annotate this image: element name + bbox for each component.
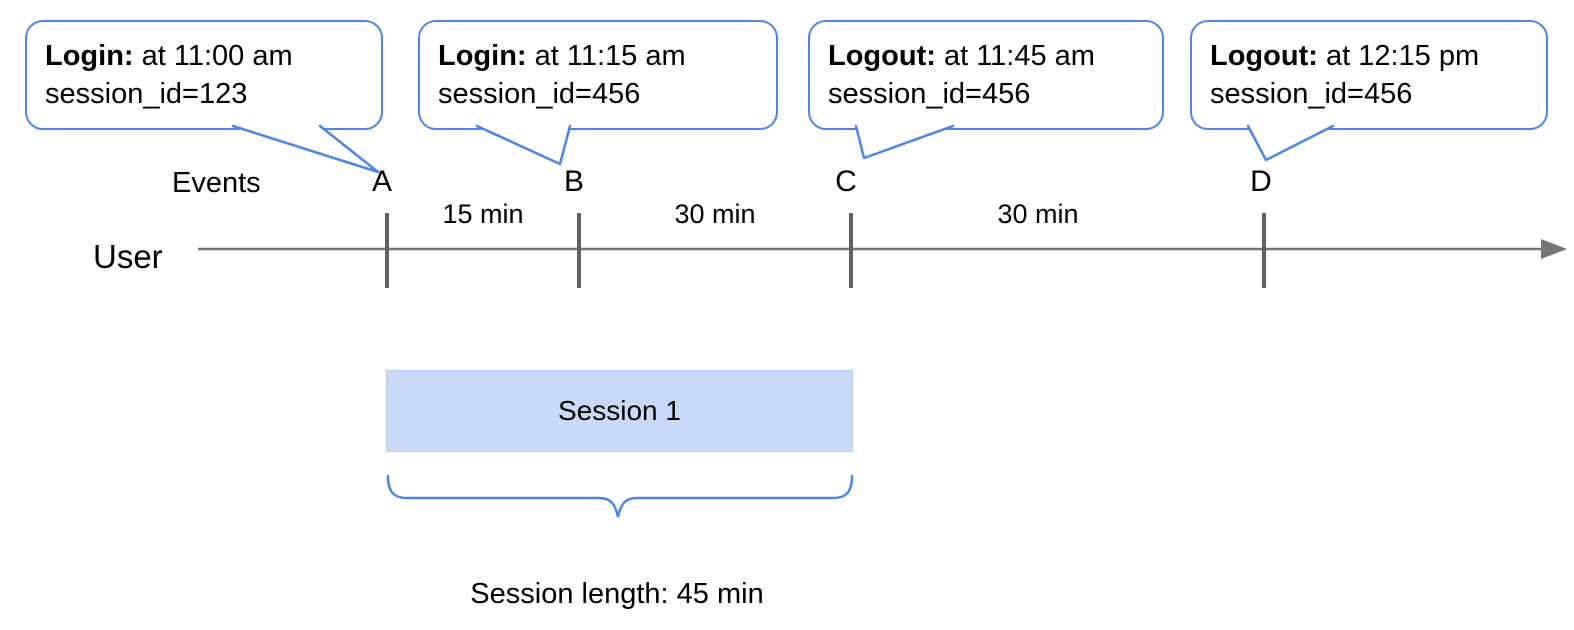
marker-label-b: B — [563, 165, 585, 198]
event-time: at 12:15 pm — [1317, 40, 1480, 72]
event-time: at 11:15 am — [526, 40, 686, 72]
event-type-label: Login: — [438, 40, 527, 72]
callout-logout-c: Logout: at 11:45 am session_id=456 — [808, 20, 1164, 130]
interval-label-bc: 30 min — [674, 199, 756, 229]
event-type-label: Logout: — [828, 40, 936, 72]
callout-login-b: Login: at 11:15 am session_id=456 — [418, 20, 778, 130]
session-1-box: Session 1 — [386, 370, 853, 452]
timeline-axis — [198, 239, 1567, 259]
event-line: Logout: at 12:15 pm — [1210, 37, 1546, 75]
callout-tail-a — [231, 124, 380, 174]
session-1-label: Session 1 — [558, 395, 681, 426]
user-row-label: User — [93, 238, 163, 275]
events-axis-label: Events — [172, 167, 261, 199]
event-time: at 11:45 am — [935, 40, 1095, 72]
session-length-brace — [386, 474, 854, 518]
callout-logout-d: Logout: at 12:15 pm session_id=456 — [1190, 20, 1548, 130]
marker-label-d: D — [1250, 165, 1272, 198]
marker-label-a: A — [371, 165, 393, 198]
event-line: Login: at 11:15 am — [438, 37, 776, 75]
event-line: Login: at 11:00 am — [45, 37, 381, 75]
event-time: at 11:00 am — [133, 40, 293, 72]
session-id-text: session_id=456 — [1210, 78, 1413, 110]
arrowhead-icon — [1541, 239, 1567, 259]
event-type-label: Login: — [45, 40, 134, 72]
event-type-label: Logout: — [1210, 40, 1318, 72]
marker-label-c: C — [835, 165, 857, 198]
session-id-text: session_id=456 — [828, 78, 1031, 110]
session-id-text: session_id=123 — [45, 78, 248, 110]
session-id-text: session_id=456 — [438, 78, 641, 110]
interval-label-ab: 15 min — [442, 199, 524, 229]
callout-tail-d — [1246, 124, 1335, 162]
session-length-label: Session length: 45 min — [470, 578, 764, 610]
interval-label-cd: 30 min — [997, 199, 1079, 229]
callout-login-a: Login: at 11:00 am session_id=123 — [25, 20, 383, 130]
callout-tail-b — [475, 124, 572, 166]
event-line: Logout: at 11:45 am — [828, 37, 1162, 75]
